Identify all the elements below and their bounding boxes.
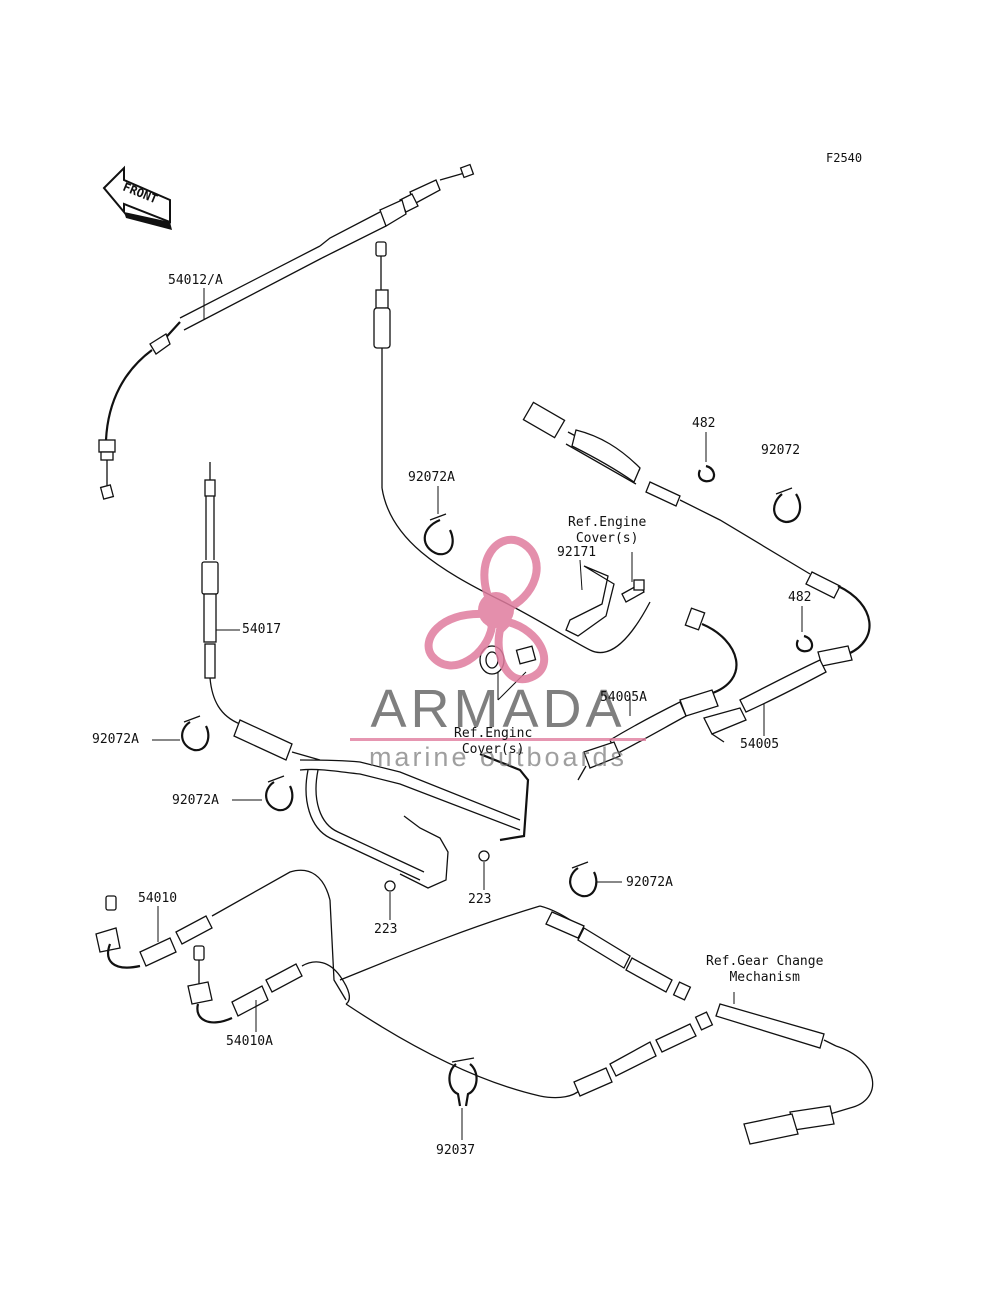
part-label-92072A-bottom: 92072A xyxy=(626,875,673,890)
propeller-logo-icon xyxy=(424,535,549,684)
cable-54010A xyxy=(187,905,541,1097)
part-label-92072A-mid: 92072A xyxy=(172,793,219,808)
circlip-482-mid xyxy=(795,634,814,653)
part-label-482-top: 482 xyxy=(692,416,716,431)
cable-lower-right xyxy=(539,905,714,1099)
watermark-accent-line xyxy=(350,738,646,741)
part-label-223-right: 223 xyxy=(468,892,492,907)
cable-54010 xyxy=(95,869,347,1001)
part-label-54010A: 54010A xyxy=(226,1034,273,1049)
part-label-223-left: 223 xyxy=(374,922,398,937)
part-label-92072A-top: 92072A xyxy=(408,470,455,485)
part-label-92037: 92037 xyxy=(436,1143,476,1158)
part-label-482-mid: 482 xyxy=(788,590,812,605)
part-label-54017: 54017 xyxy=(242,622,282,637)
ref-engine-cover-top: Ref.Engine Cover(s) xyxy=(568,515,647,546)
diagram-code: F2540 xyxy=(826,151,863,165)
cable-54012A xyxy=(98,163,475,500)
cable-harness xyxy=(299,752,530,892)
part-label-54005: 54005 xyxy=(740,737,780,752)
clamp-92072A-mid xyxy=(265,775,294,812)
ref-gear-change: Ref.Gear Change Mechanism xyxy=(706,954,824,985)
part-label-54010: 54010 xyxy=(138,891,178,906)
front-arrow-icon: FRONT xyxy=(102,165,172,230)
clamp-92072A-top xyxy=(423,513,454,556)
watermark-tagline: marine outboards xyxy=(368,742,628,772)
part-label-54012A: 54012/A xyxy=(168,273,223,288)
cable-54005A xyxy=(577,601,738,781)
cable-gear-change xyxy=(715,1003,874,1145)
clamp-92072A-left xyxy=(181,715,210,752)
ref-engine-cover-mid: Ref.Enginc Cover(s) xyxy=(454,726,533,757)
part-label-92072A-left: 92072A xyxy=(92,732,139,747)
circlip-482-top xyxy=(697,464,716,483)
clamp-92037 xyxy=(448,1057,478,1107)
cable-54017 xyxy=(201,462,321,761)
cable-54005 xyxy=(522,401,871,743)
clamp-92072A-bottom xyxy=(569,861,598,898)
part-label-92072: 92072 xyxy=(761,443,801,458)
watermark-brand: ARMADA xyxy=(370,679,626,739)
part-label-54005A: 54005A xyxy=(600,690,647,705)
bracket-92171 xyxy=(565,565,645,637)
part-label-92171: 92171 xyxy=(557,545,597,560)
clamp-92072 xyxy=(773,487,802,524)
